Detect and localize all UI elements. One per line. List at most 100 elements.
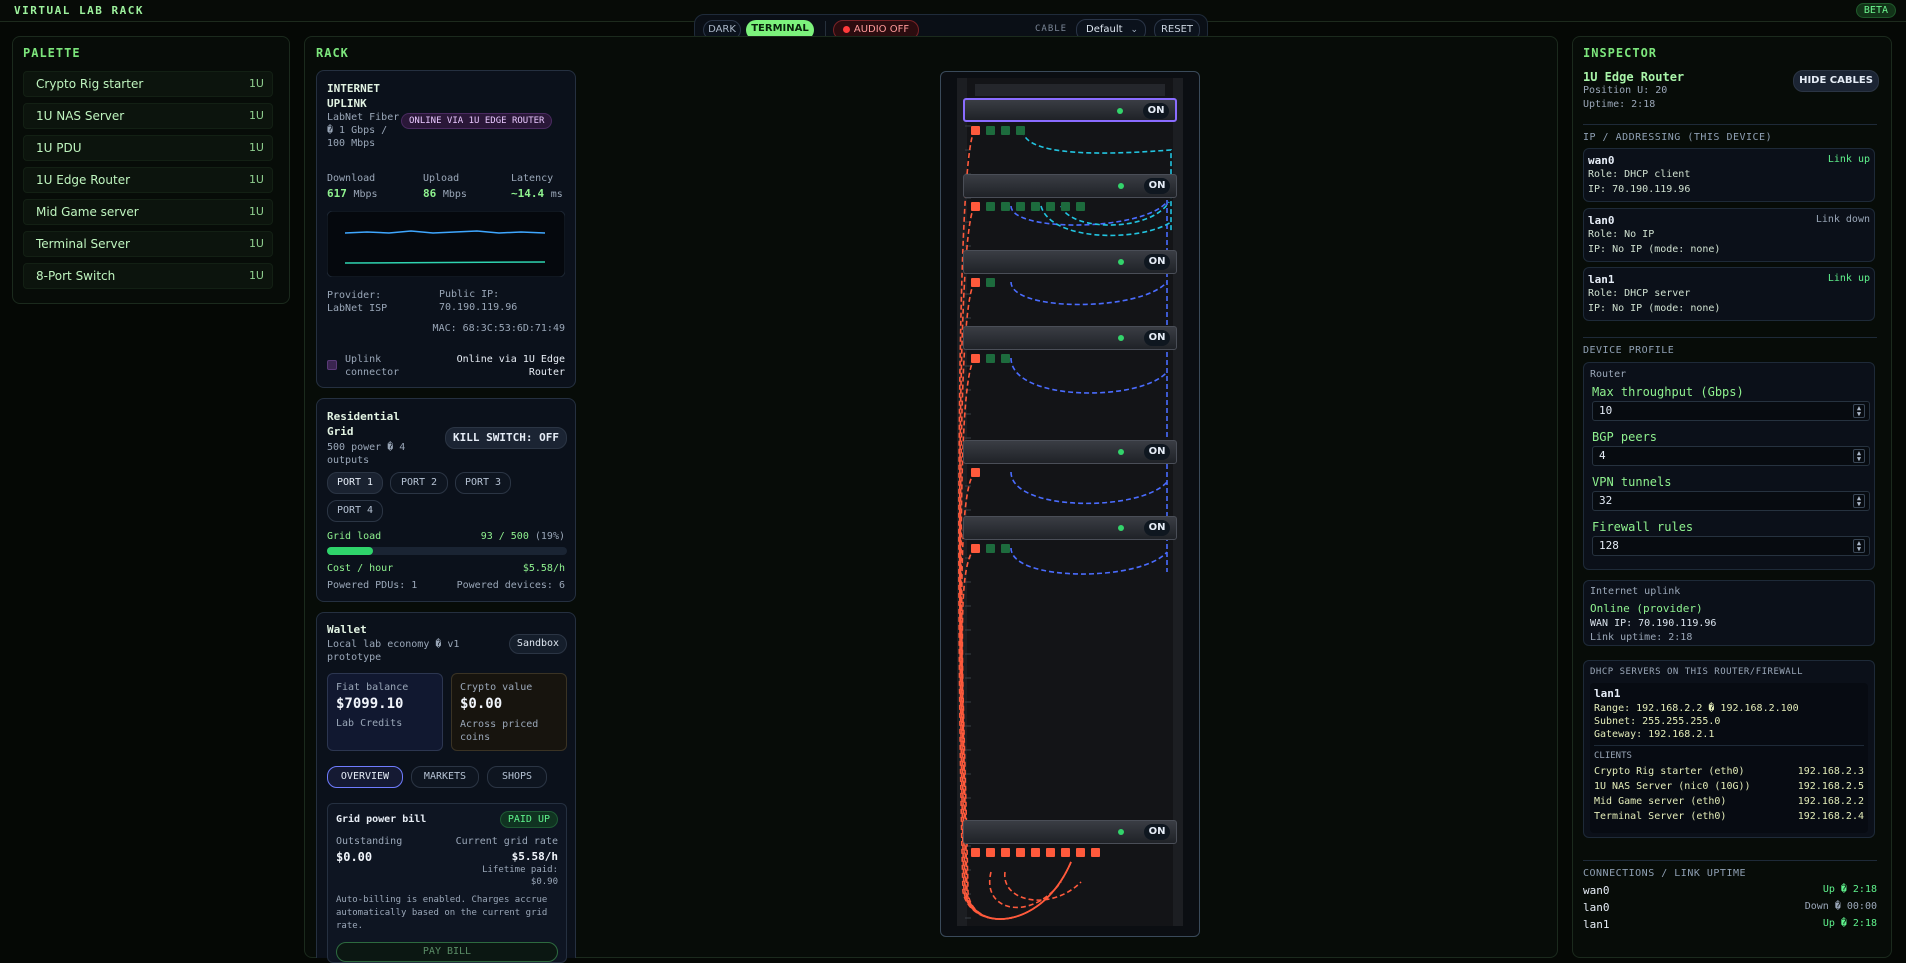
port-connector[interactable] xyxy=(1001,202,1010,211)
sandbox-badge[interactable]: Sandbox xyxy=(509,634,567,654)
stepper-icon[interactable]: ▲▼ xyxy=(1853,449,1865,463)
port-connector[interactable] xyxy=(1031,848,1040,857)
port-connector[interactable] xyxy=(1046,202,1055,211)
kill-switch-button[interactable]: KILL SWITCH: OFF xyxy=(445,427,567,449)
network-cable[interactable] xyxy=(1010,471,1168,505)
network-cable[interactable] xyxy=(1022,129,1172,232)
port-connector[interactable] xyxy=(986,202,995,211)
interface-lan0[interactable]: lan0 Link down Role: No IP IP: No IP (mo… xyxy=(1583,208,1875,262)
port-connector[interactable] xyxy=(1031,202,1040,211)
port-connector[interactable] xyxy=(1091,848,1100,857)
network-cable[interactable] xyxy=(1010,201,1168,226)
uplink-connector-port[interactable] xyxy=(327,360,337,370)
rack-unit[interactable]: ON xyxy=(963,820,1177,844)
port-connector[interactable] xyxy=(1061,202,1070,211)
port-3-button[interactable]: PORT 3 xyxy=(455,472,511,494)
port-connector[interactable] xyxy=(986,354,995,363)
port-connector[interactable] xyxy=(971,354,980,363)
bgp-peers-input[interactable]: 4▲▼ xyxy=(1592,446,1870,466)
network-cable[interactable] xyxy=(958,205,1072,920)
power-toggle[interactable]: ON xyxy=(1144,520,1170,536)
port-connector[interactable] xyxy=(1001,126,1010,135)
status-led-icon xyxy=(1118,183,1124,189)
rack-unit[interactable]: ON xyxy=(963,440,1177,464)
network-cable[interactable] xyxy=(1010,281,1168,306)
tab-overview[interactable]: OVERVIEW xyxy=(327,766,403,788)
stepper-icon[interactable]: ▲▼ xyxy=(1853,494,1865,508)
network-cable[interactable] xyxy=(961,547,1072,920)
port-connector[interactable] xyxy=(1016,126,1025,135)
interface-lan1[interactable]: lan1 Link up Role: DHCP server IP: No IP… xyxy=(1583,267,1875,321)
rack-frame: ON ON ON ON ON ON ON xyxy=(940,71,1200,937)
status-led-icon xyxy=(1118,449,1124,455)
interface-wan0[interactable]: wan0 Link up Role: DHCP client IP: 70.19… xyxy=(1583,148,1875,202)
rack-unit[interactable]: ON xyxy=(963,250,1177,274)
port-4-button[interactable]: PORT 4 xyxy=(327,500,383,522)
port-connector[interactable] xyxy=(986,544,995,553)
dhcp-client-row[interactable]: 1U NAS Server (nic0 (10G))192.168.2.5 xyxy=(1594,781,1864,792)
port-connector[interactable] xyxy=(1046,848,1055,857)
power-toggle[interactable]: ON xyxy=(1143,103,1169,119)
tab-markets[interactable]: MARKETS xyxy=(411,766,479,788)
power-toggle[interactable]: ON xyxy=(1144,330,1170,346)
tab-shops[interactable]: SHOPS xyxy=(487,766,547,788)
port-connector[interactable] xyxy=(971,278,980,287)
port-connector[interactable] xyxy=(1016,848,1025,857)
port-connector[interactable] xyxy=(971,848,980,857)
wallet-card: Wallet Local lab economy � v1 prototype … xyxy=(316,612,576,963)
dhcp-client-row[interactable]: Crypto Rig starter (eth0)192.168.2.3 xyxy=(1594,766,1864,777)
power-toggle[interactable]: ON xyxy=(1144,444,1170,460)
port-connector[interactable] xyxy=(986,126,995,135)
port-connector[interactable] xyxy=(986,278,995,287)
vpn-tunnels-input[interactable]: 32▲▼ xyxy=(1592,491,1870,511)
rack-unit[interactable]: ON xyxy=(963,98,1177,122)
stepper-icon[interactable]: ▲▼ xyxy=(1853,539,1865,553)
port-connector[interactable] xyxy=(1076,202,1085,211)
port-connector[interactable] xyxy=(1001,354,1010,363)
pay-bill-button[interactable]: PAY BILL xyxy=(336,942,558,962)
port-connector[interactable] xyxy=(1076,848,1085,857)
port-connector[interactable] xyxy=(971,468,980,477)
lifetime-paid: Lifetime paid: $0.90 xyxy=(482,865,558,887)
power-toggle[interactable]: ON xyxy=(1144,178,1170,194)
network-cable[interactable] xyxy=(959,281,1072,920)
power-toggle[interactable]: ON xyxy=(1144,254,1170,270)
network-cable[interactable] xyxy=(1040,205,1172,237)
network-cable[interactable] xyxy=(1010,547,1168,575)
port-connector[interactable] xyxy=(986,848,995,857)
stepper-icon[interactable]: ▲▼ xyxy=(1853,404,1865,418)
network-cable[interactable] xyxy=(988,871,1062,909)
port-connector[interactable] xyxy=(971,126,980,135)
throughput-input[interactable]: 10▲▼ xyxy=(1592,401,1870,421)
dhcp-client-row[interactable]: Terminal Server (eth0)192.168.2.4 xyxy=(1594,811,1864,822)
port-connector[interactable] xyxy=(1001,848,1010,857)
crypto-label: Crypto value xyxy=(460,682,533,693)
rack-unit[interactable]: ON xyxy=(963,516,1177,540)
port-1-button[interactable]: PORT 1 xyxy=(327,472,383,494)
port-connector[interactable] xyxy=(1001,544,1010,553)
rack-unit[interactable]: ON xyxy=(963,326,1177,350)
network-cable[interactable] xyxy=(1010,357,1168,394)
network-cable[interactable] xyxy=(1060,201,1170,226)
port-connector[interactable] xyxy=(1061,848,1070,857)
dhcp-iface: lan1 xyxy=(1594,687,1621,700)
port-connector[interactable] xyxy=(971,544,980,553)
port-2-button[interactable]: PORT 2 xyxy=(390,472,448,494)
port-connector[interactable] xyxy=(1016,202,1025,211)
rack-unit[interactable]: ON xyxy=(963,174,1177,198)
power-toggle[interactable]: ON xyxy=(1144,824,1170,840)
terminal-theme-button[interactable]: TERMINAL xyxy=(746,20,814,40)
firewall-rules-input[interactable]: 128▲▼ xyxy=(1592,536,1870,556)
profile-section-title: DEVICE PROFILE xyxy=(1583,345,1675,356)
hide-cables-button[interactable]: HIDE CABLES xyxy=(1793,70,1879,92)
port-connector[interactable] xyxy=(971,202,980,211)
network-cable[interactable] xyxy=(1004,871,1082,901)
dhcp-client-row[interactable]: Mid Game server (eth0)192.168.2.2 xyxy=(1594,796,1864,807)
